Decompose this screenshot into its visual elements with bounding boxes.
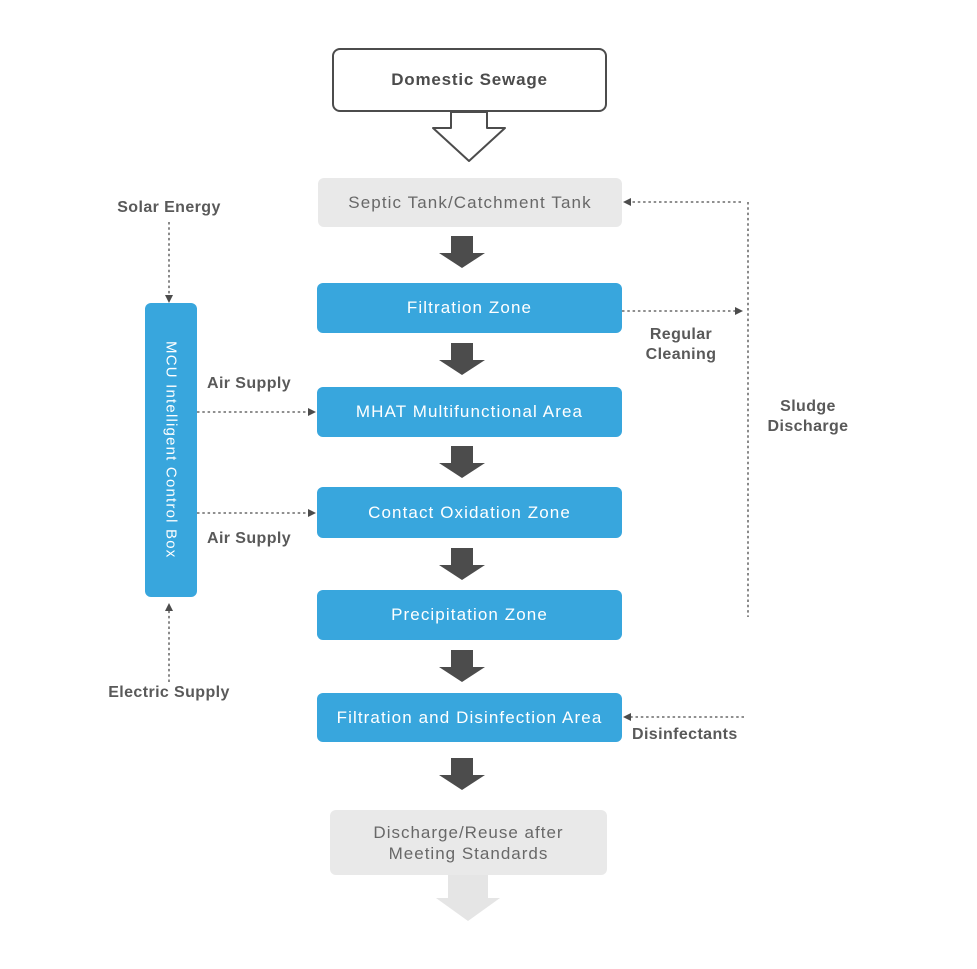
down-arrow-filtration-to-mhat [439,343,485,375]
down-arrow-septic-to-filtration [439,236,485,268]
down-arrow-precipitation-to-disinfection [439,650,485,682]
label-electric-supply: Electric Supply [108,684,230,701]
disinfectants-line [623,713,744,721]
node-label: Domestic Sewage [391,70,548,89]
node-label: MCU Intelligent Control Box [162,341,180,559]
node-label: Contact Oxidation Zone [368,502,571,522]
label-line1: Sludge [780,398,836,415]
label-line2: Cleaning [645,346,717,363]
label-line2: Discharge [767,418,849,435]
node-mcu-intelligent-control-box: MCU Intelligent Control Box [145,303,197,597]
node-filtration-disinfection-area: Filtration and Disinfection Area [317,693,622,742]
down-arrow-mhat-to-contact [439,446,485,478]
label-sludge-discharge: Sludge Discharge [750,397,866,437]
node-label-line1: Discharge/Reuse after [373,822,564,842]
node-domestic-sewage: Domestic Sewage [332,48,607,112]
electric-supply-line [165,603,173,682]
down-arrow-contact-to-precipitation [439,548,485,580]
node-label: Filtration and Disinfection Area [336,707,603,727]
label-line1: Regular [649,326,713,343]
node-septic-tank: Septic Tank/Catchment Tank [318,178,622,227]
node-filtration-zone: Filtration Zone [317,283,622,333]
label-regular-cleaning: Regular Cleaning [621,325,741,365]
node-label: MHAT Multifunctional Area [355,402,584,421]
down-arrow-disinfection-to-discharge [439,758,485,790]
label-air-supply-bottom: Air Supply [207,530,292,547]
final-down-arrow [436,875,500,921]
label-solar-energy: Solar Energy [117,199,221,216]
node-label-line2: Meeting Standards [388,843,549,863]
regular-cleaning-line [622,307,743,315]
node-label: Filtration Zone [406,298,533,317]
node-label: Precipitation Zone [391,605,548,624]
solar-energy-line [165,222,173,303]
node-precipitation-zone: Precipitation Zone [317,590,622,640]
air-supply-line-mhat [197,408,316,416]
air-supply-line-contact [197,509,316,517]
label-disinfectants: Disinfectants [632,726,738,743]
node-discharge-reuse: Discharge/Reuse after Meeting Standards [330,810,607,875]
label-air-supply-top: Air Supply [207,375,292,392]
node-label: Septic Tank/Catchment Tank [348,192,592,212]
hollow-down-arrow [432,111,506,162]
node-mhat-multifunctional-area: MHAT Multifunctional Area [317,387,622,437]
node-contact-oxidation-zone: Contact Oxidation Zone [317,487,622,538]
sludge-discharge-line [623,198,749,617]
